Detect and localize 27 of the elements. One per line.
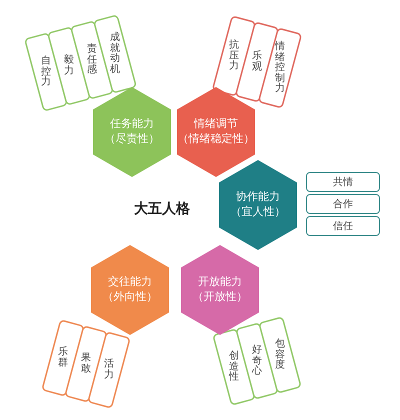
trait-label: 情绪控制力 (275, 42, 285, 94)
category-subtitle: （开放性） (192, 290, 248, 305)
trait-tag: 共情 (306, 172, 380, 192)
trait-label: 创造性 (229, 351, 239, 383)
category-subtitle: （尽责性） (104, 132, 160, 147)
trait-label: 乐群 (58, 348, 68, 368)
trait-label: 包容度 (275, 339, 285, 371)
category-title: 交往能力 (108, 275, 152, 290)
trait-label: 活力 (104, 360, 114, 380)
trait-label: 好奇心 (252, 345, 262, 377)
trait-label: 成就动机 (110, 33, 120, 75)
category-subtitle: （宜人性） (230, 205, 286, 220)
center-title: 大五人格 (134, 200, 190, 218)
category-title: 开放能力 (198, 275, 242, 290)
trait-tag: 合作 (306, 194, 380, 214)
category-title: 任务能力 (110, 117, 154, 132)
trait-label: 抗压力 (229, 40, 239, 72)
category-title: 协作能力 (236, 190, 280, 205)
category-title: 情绪调节 (194, 117, 238, 132)
trait-label: 乐观 (252, 52, 262, 72)
trait-label: 自控力 (41, 56, 51, 88)
category-subtitle: （外向性） (102, 290, 158, 305)
trait-label: 责任感 (87, 44, 97, 76)
trait-label: 毅力 (64, 56, 74, 76)
trait-tag: 信任 (306, 216, 380, 236)
trait-label: 果敢 (81, 354, 91, 374)
category-subtitle: （情绪稳定性） (178, 132, 254, 147)
